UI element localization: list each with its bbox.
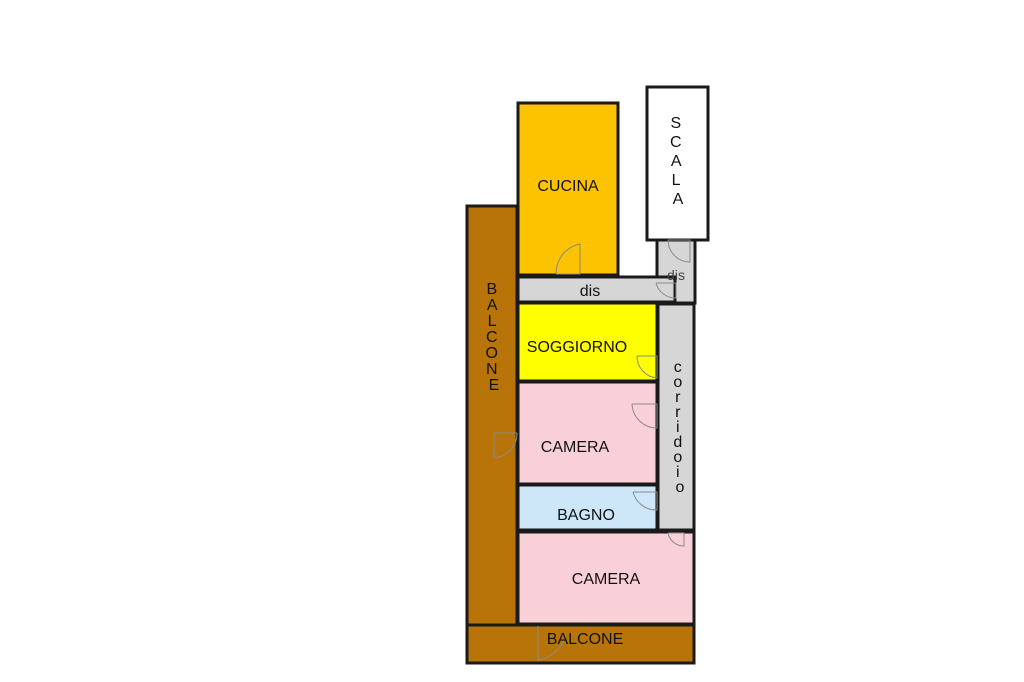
balcone-letter: B	[486, 281, 497, 298]
balcone-bottom-room	[465, 623, 696, 665]
balcone-bottom-label: BALCONE	[547, 631, 623, 648]
corridoio-letter: i	[676, 419, 680, 436]
corridoio-letter: r	[675, 404, 681, 421]
balcone-side-label: B A L C O N E	[486, 281, 503, 394]
camera-1-label: CAMERA	[541, 439, 610, 456]
door-dis-top	[655, 282, 677, 299]
camera-2-room	[516, 530, 696, 626]
balcone-letter: N	[486, 361, 498, 378]
cucina-label: CUCINA	[537, 178, 599, 195]
scala-letter: S	[670, 115, 681, 132]
cucina-room	[516, 101, 620, 277]
scala-label: S C A L A	[670, 115, 686, 208]
corridoio-letter: o	[673, 374, 682, 391]
balcone-side-room	[465, 204, 519, 628]
camera-2-label: CAMERA	[572, 571, 641, 588]
balcone-letter: A	[487, 297, 498, 314]
corridoio-letter: c	[674, 359, 682, 376]
door-cucina	[555, 243, 581, 275]
door-dis-right	[667, 239, 691, 263]
scala-letter: C	[670, 134, 682, 151]
door-swings	[493, 239, 691, 661]
soggiorno-room	[516, 301, 659, 383]
door-camera-2	[667, 532, 685, 547]
balcone-letter: O	[486, 345, 498, 362]
camera-1-room	[516, 380, 659, 486]
corridoio-letter: o	[673, 449, 682, 466]
door-bagno	[632, 491, 658, 511]
door-balcone-side	[493, 432, 518, 459]
scala-letter: A	[671, 153, 682, 170]
door-balcone-bottom	[537, 626, 567, 661]
corridoio-letter: i	[676, 464, 680, 481]
balcone-letter: L	[488, 313, 497, 330]
soggiorno-label: SOGGIORNO	[527, 339, 627, 356]
door-soggiorno	[636, 355, 658, 379]
scala-letter: A	[673, 191, 684, 208]
corridoio-room	[656, 302, 696, 532]
corridoio-letter: d	[673, 434, 682, 451]
corridoio-letter: o	[676, 479, 685, 496]
scala-letter: L	[672, 172, 681, 189]
dis-right-label: dis	[667, 267, 685, 283]
dis-top-label: dis	[580, 283, 600, 300]
corridoio-label: c o r r i d o i o	[673, 359, 686, 496]
balcone-letter: E	[489, 377, 500, 394]
balcone-letter: C	[486, 329, 498, 346]
corridoio-letter: r	[675, 389, 681, 406]
door-camera-1	[631, 403, 658, 429]
bagno-label: BAGNO	[557, 507, 615, 524]
